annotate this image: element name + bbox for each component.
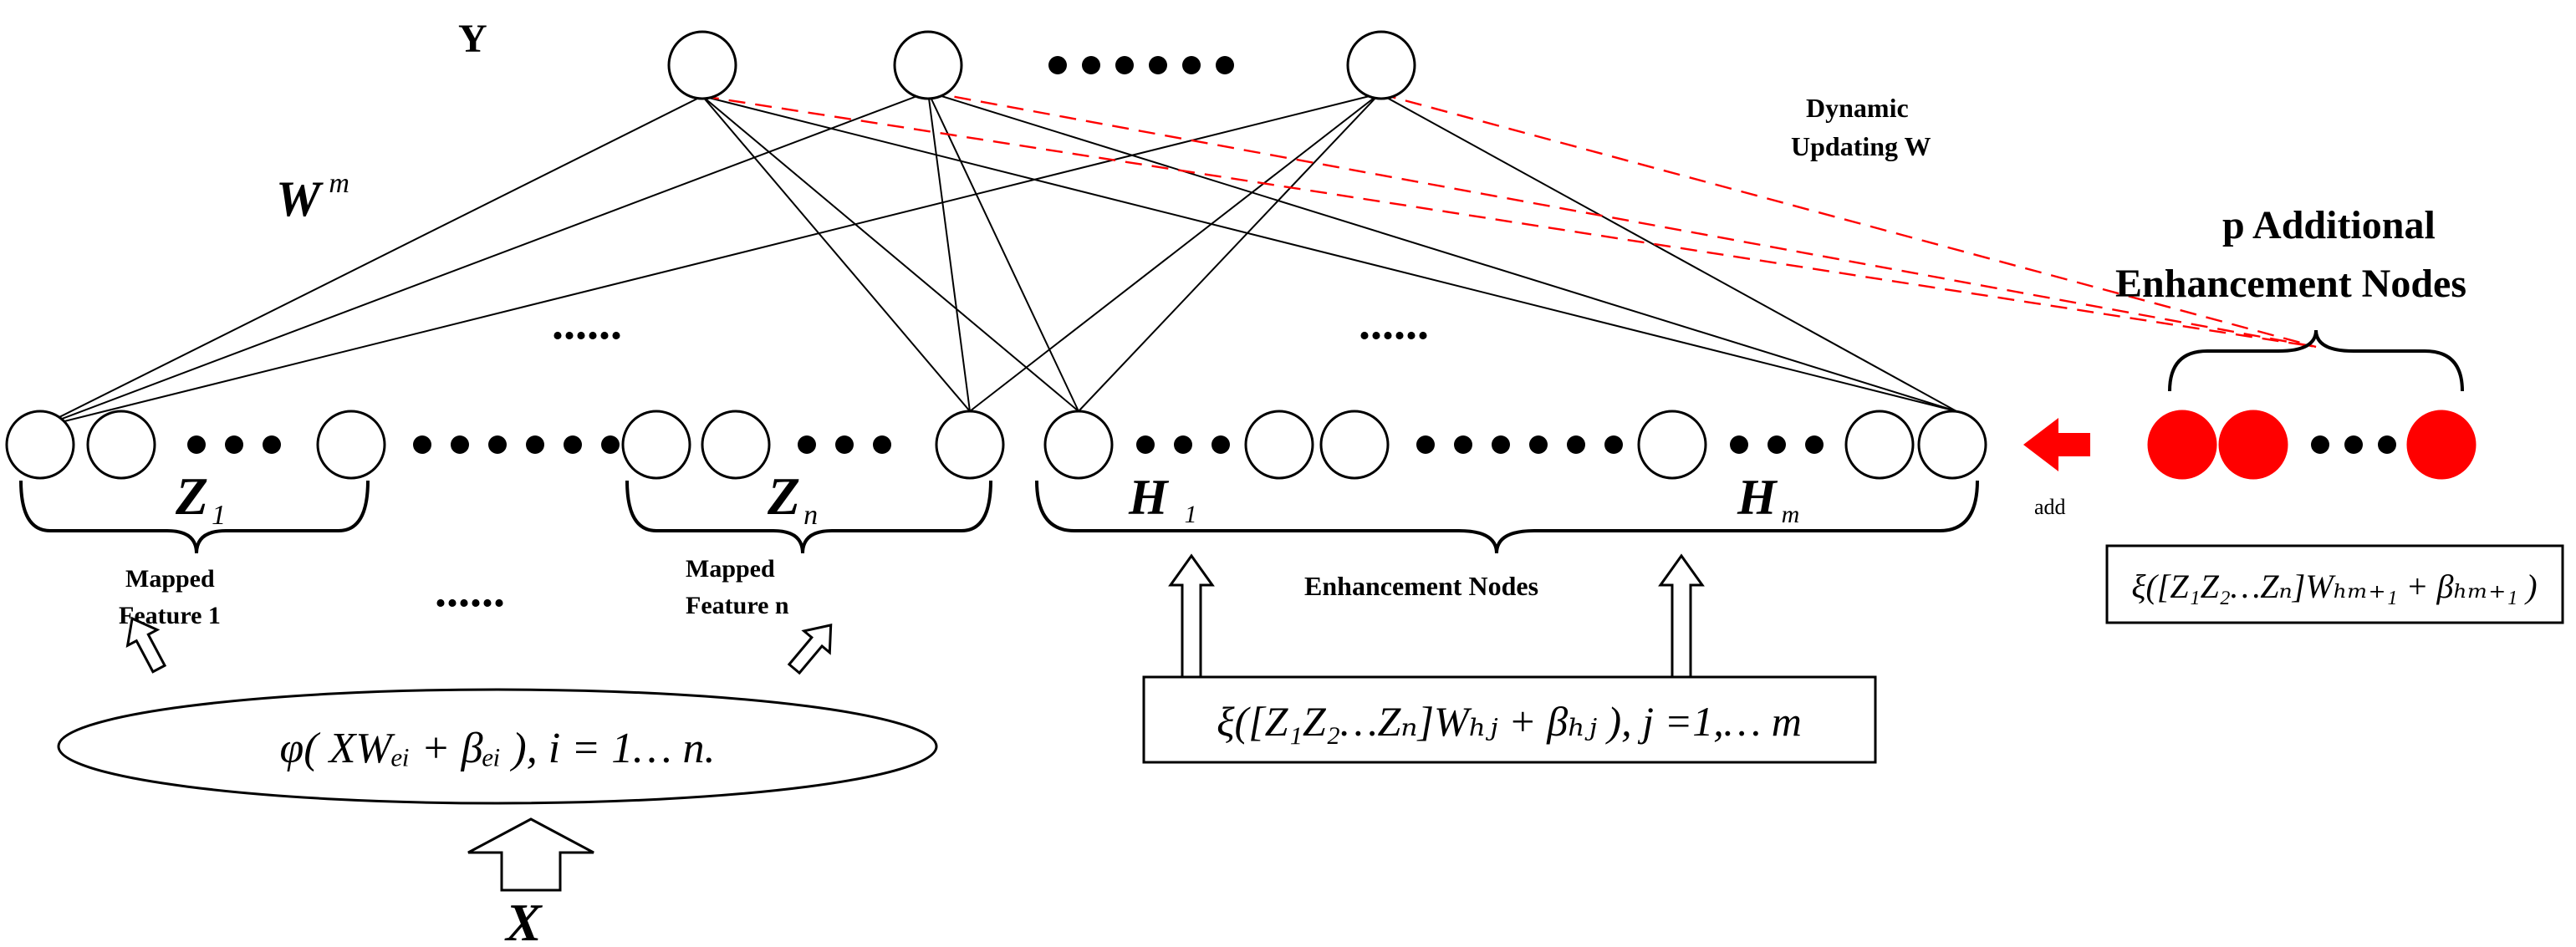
- enhancement-formula: ξ([Z₁Z₂…Zₙ]Wₕⱼ + βₕⱼ ), j =1,… m: [1217, 698, 1802, 745]
- mapped-node: [701, 410, 771, 480]
- output-node-3: [1346, 30, 1416, 100]
- mapped-node: [935, 410, 1005, 480]
- mapping-arrow-left: [125, 616, 167, 674]
- mapped-feature-1-line1: Mapped: [125, 565, 215, 593]
- output-ellipsis-dots: [1048, 56, 1234, 74]
- additional-nodes-line2: Enhancement Nodes: [2115, 262, 2466, 306]
- enhancement-formula-box: [1142, 675, 1877, 764]
- dynamic-updating-line1: Dynamic: [1806, 93, 1909, 123]
- enhancement-node: [1844, 410, 1915, 480]
- middle-ellipsis-left: ......: [552, 298, 622, 349]
- additional-enhancement-nodes: [2147, 410, 2477, 480]
- z1-brace: [19, 480, 370, 554]
- add-label: add: [2034, 495, 2066, 519]
- output-node-2: [893, 30, 963, 100]
- input-label-x: X: [504, 893, 543, 947]
- mapping-formula: φ( XWₑᵢ + βₑᵢ ), i = 1… n.: [280, 725, 716, 772]
- additional-nodes-top-brace: [2168, 329, 2464, 392]
- enhancement-node: [1917, 410, 1987, 480]
- enhancement-node: [1319, 410, 1390, 480]
- enhancement-node: [1244, 410, 1314, 480]
- mapped-feature-ellipsis: ......: [435, 565, 505, 617]
- mapped-node: [86, 410, 156, 480]
- additional-node: [2147, 410, 2217, 480]
- output-label-y: Y: [458, 17, 487, 61]
- zn-brace: [625, 480, 992, 554]
- mapped-node: [5, 410, 75, 480]
- additional-node: [2406, 410, 2477, 480]
- dynamic-updating-line2: Updating W: [1791, 131, 1931, 161]
- enhancement-nodes-label: Enhancement Nodes: [1304, 571, 1538, 601]
- mapped-feature-n-line2: Feature n: [686, 592, 789, 619]
- output-node-1: [667, 30, 737, 100]
- additional-node: [2218, 410, 2288, 480]
- mapped-feature-n-line1: Mapped: [686, 555, 775, 583]
- enhancement-brace: [1035, 480, 1979, 554]
- mapped-node: [621, 410, 691, 480]
- additional-formula-box: [2105, 544, 2564, 624]
- hidden-node-row: [5, 410, 1987, 480]
- mapped-node: [316, 410, 386, 480]
- additional-formula: ξ([Z₁Z₂…Zₙ]Wₕₘ₊₁ + βₕₘ₊₁ ): [2131, 568, 2537, 605]
- add-arrow-icon: [2023, 418, 2090, 471]
- additional-nodes-line1: p Additional: [2222, 203, 2436, 247]
- enhancement-node: [1637, 410, 1707, 480]
- input-arrow: [467, 817, 594, 892]
- output-layer: [667, 30, 1416, 100]
- enhancement-node: [1043, 410, 1114, 480]
- weight-connections: [37, 91, 1957, 429]
- dynamic-weight-connections: [701, 90, 2317, 349]
- middle-ellipsis-right: ......: [1359, 298, 1429, 349]
- mapping-function-ellipse: [57, 688, 938, 805]
- mapping-arrow-right: [787, 624, 833, 675]
